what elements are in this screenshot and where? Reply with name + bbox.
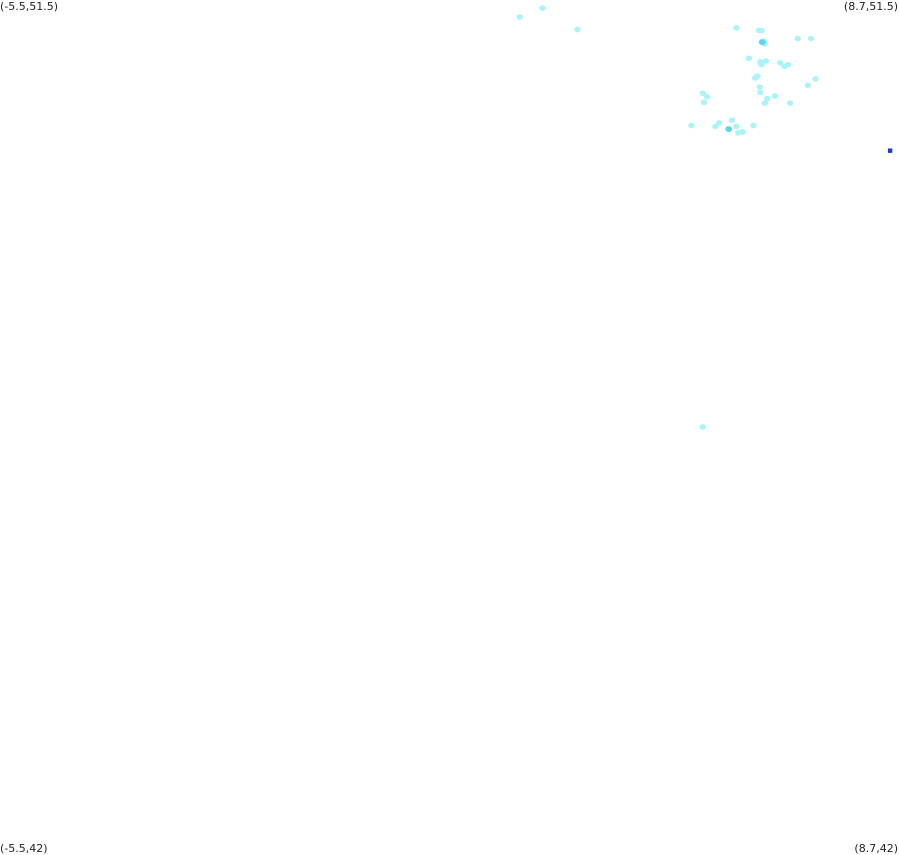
cluster-point <box>776 59 784 66</box>
cluster-point <box>750 122 757 129</box>
cluster-point <box>703 94 711 100</box>
cluster-point <box>728 117 736 123</box>
cluster-point <box>757 59 764 65</box>
cluster-point <box>688 122 695 129</box>
cluster-point <box>785 61 792 68</box>
cluster-point <box>804 82 812 88</box>
cluster-point <box>786 100 794 106</box>
cluster-point <box>516 14 523 20</box>
cluster-point <box>771 93 779 99</box>
cluster-point <box>758 27 765 34</box>
cluster-point <box>756 84 763 90</box>
dense-point <box>725 126 733 133</box>
cluster-point <box>699 424 706 430</box>
dense-point <box>758 39 766 46</box>
cluster-point <box>812 76 819 82</box>
corner-label-bottom-left: (-5.5,42) <box>0 842 48 855</box>
cluster-point <box>794 35 801 42</box>
cluster-point <box>733 25 740 31</box>
cluster-point <box>539 5 546 11</box>
highlight-point <box>887 148 893 153</box>
cluster-point <box>753 73 761 80</box>
cluster-point <box>734 129 742 136</box>
cluster-point <box>761 100 768 106</box>
cluster-point <box>574 26 581 33</box>
points-layer <box>516 5 893 430</box>
corner-label-top-left: (-5.5,51.5) <box>0 0 59 13</box>
cluster-point <box>716 120 723 126</box>
cluster-point <box>762 58 770 64</box>
cluster-point <box>733 123 740 130</box>
corner-label-top-right: (8.7,51.5) <box>843 0 898 13</box>
cluster-point <box>699 90 706 97</box>
cluster-point <box>712 123 719 130</box>
corner-label-bottom-right: (8.7,42) <box>854 842 898 855</box>
cluster-point <box>757 89 764 96</box>
cluster-point <box>700 99 708 106</box>
cluster-point <box>764 95 771 102</box>
cluster-point <box>807 35 815 42</box>
cluster-point <box>745 55 753 62</box>
